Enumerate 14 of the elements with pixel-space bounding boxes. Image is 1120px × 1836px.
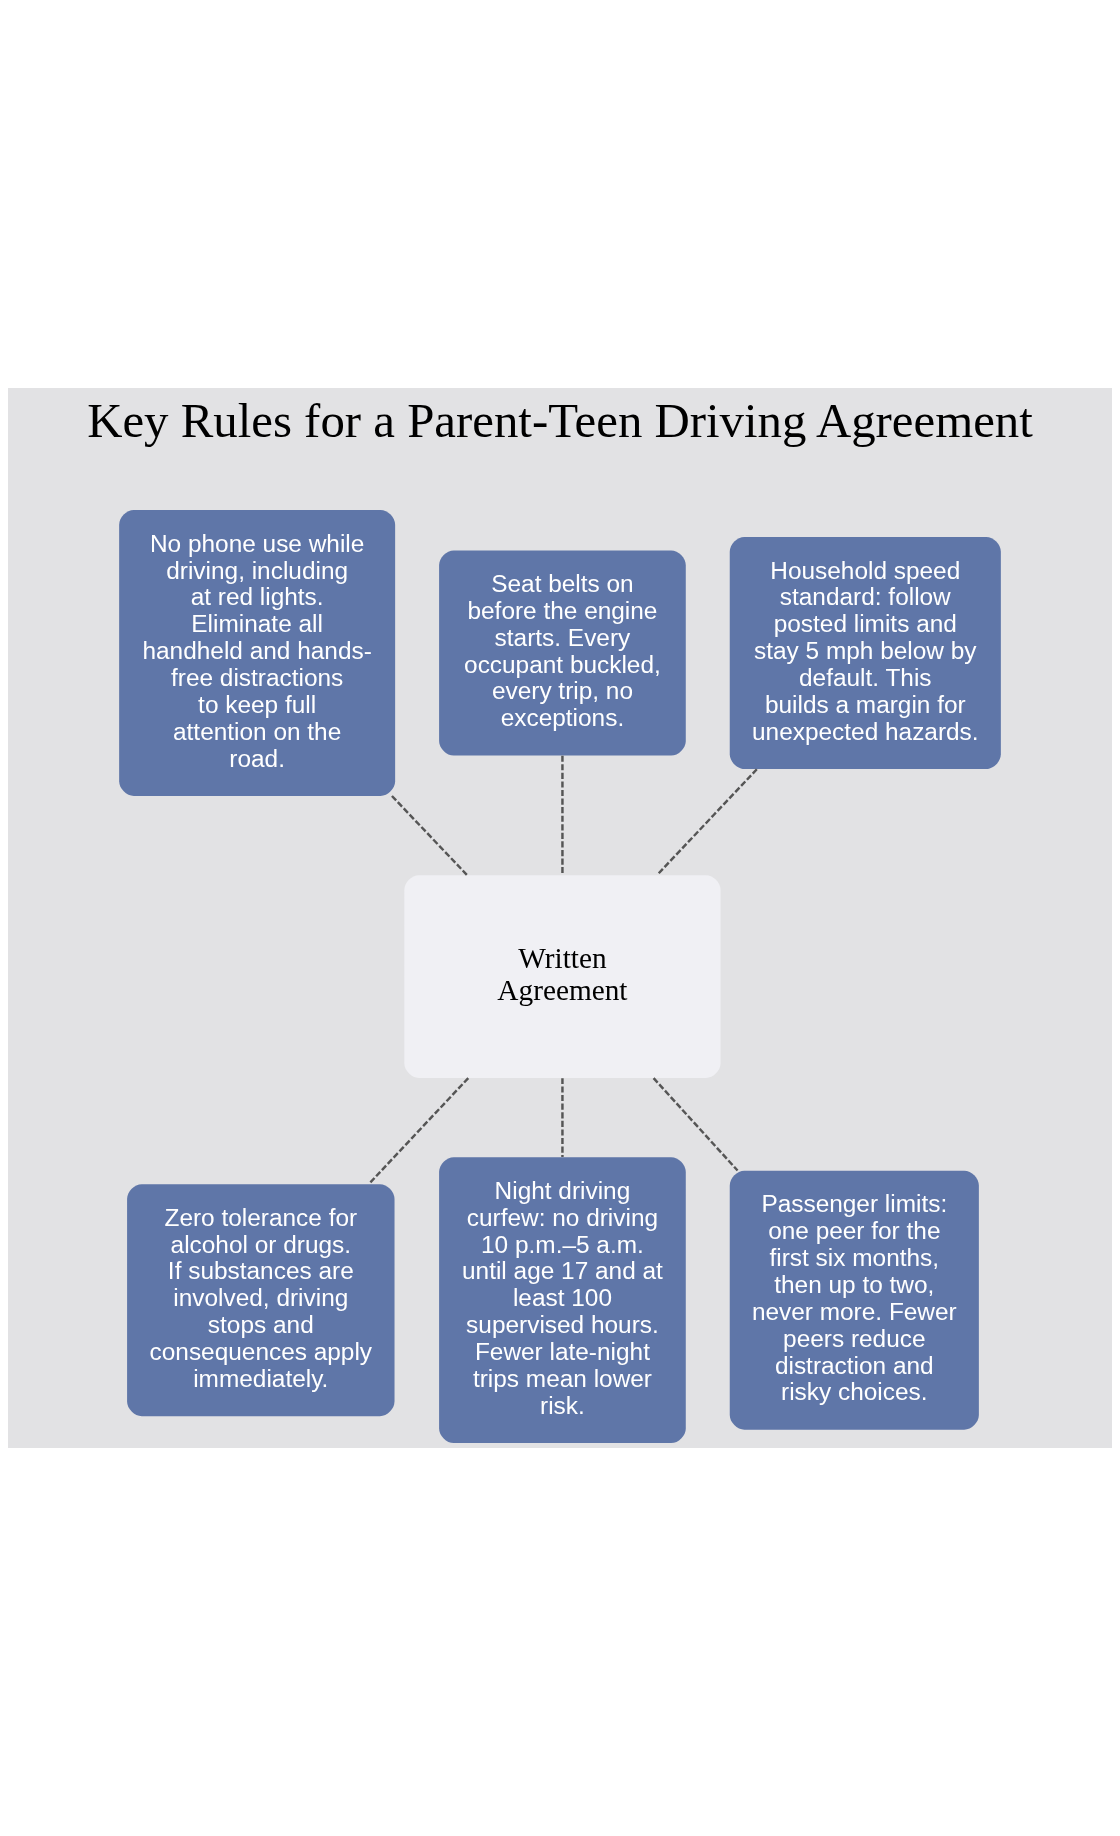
connector bbox=[561, 1078, 564, 1158]
connector bbox=[561, 755, 564, 875]
connector bbox=[652, 1077, 739, 1172]
node-box: Written Agreement bbox=[404, 875, 721, 1078]
diagram-title: Key Rules for a Parent-Teen Driving Agreement bbox=[87, 392, 1033, 448]
node-box: No phone use while driving, including at red lights. Eliminate all handheld and hands-free distractions to keep full attention on the road. bbox=[119, 510, 396, 796]
node-box: Night driving curfew: no driving 10 p.m.–5 a.m. until age 17 and at least 100 supervised hours. Fewer late-night trips mean lower risk. bbox=[439, 1157, 686, 1444]
node-box: Zero tolerance for alcohol or drugs. If substances are involved, driving stops and consequences apply immediately. bbox=[127, 1184, 395, 1417]
connector bbox=[391, 795, 468, 876]
connector bbox=[656, 768, 758, 876]
node-box: Passenger limits: one peer for the first six months, then up to two, never more. Fewer peers reduce distraction and risky choices. bbox=[729, 1170, 979, 1430]
node-box: Household speed standard: follow posted limits and stay 5 mph below by default. This builds a margin for unexpected hazards. bbox=[729, 537, 1001, 769]
node-box: Seat belts on before the engine starts. Every occupant buckled, every trip, no exceptions. bbox=[439, 550, 686, 756]
connector bbox=[368, 1077, 470, 1185]
